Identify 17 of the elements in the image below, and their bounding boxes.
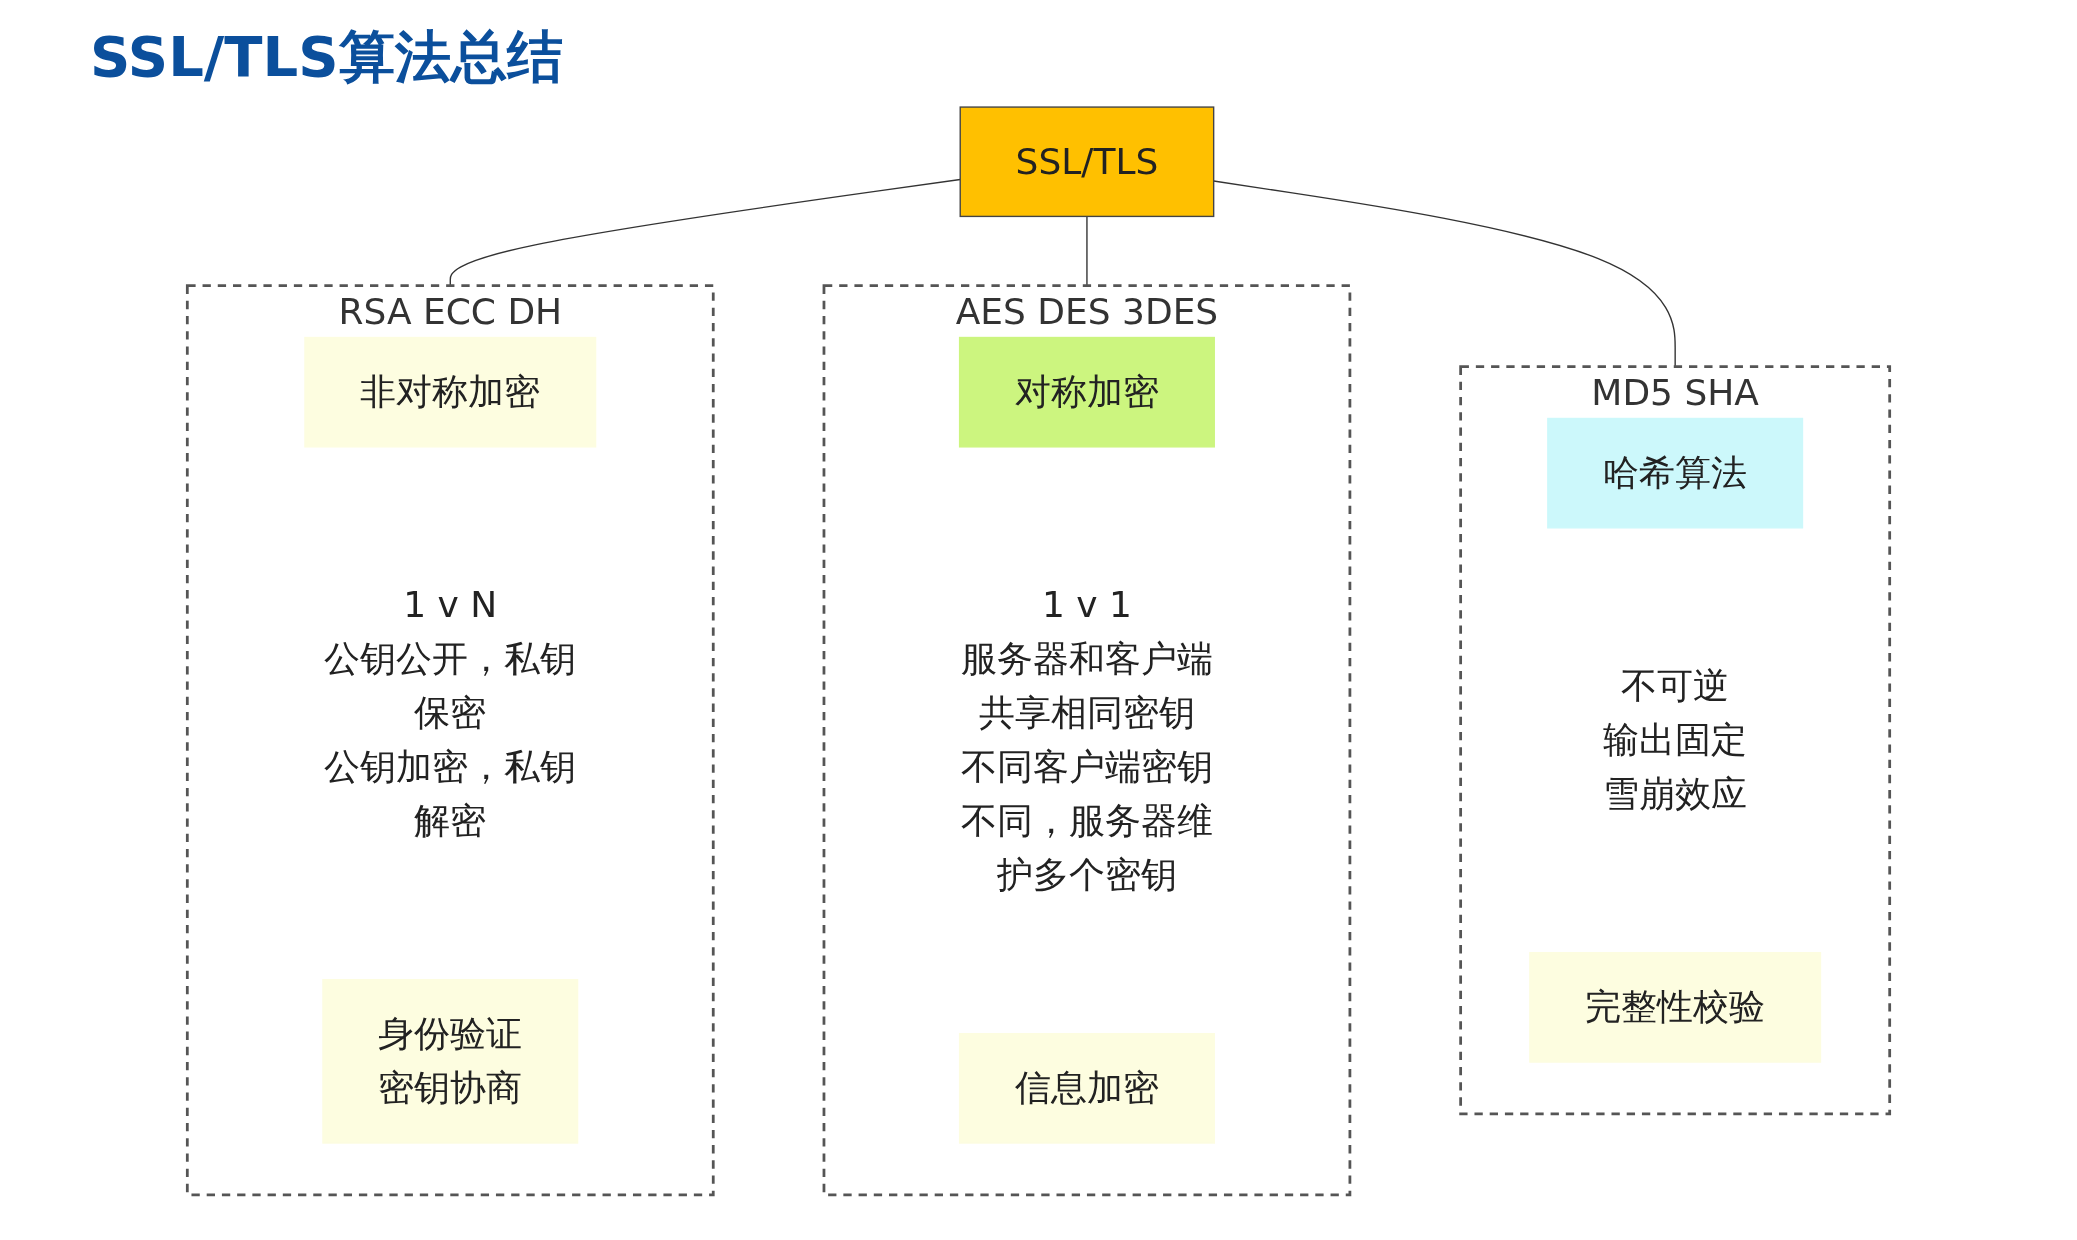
node-label: 服务器和客户端共享相同密钥 — [960, 637, 1213, 734]
node-label: 1 v N — [403, 583, 498, 626]
node-box: 完整性校验 — [1529, 952, 1822, 1063]
node-label: 输出固定 — [1603, 718, 1748, 761]
node-label: 公钥加密，私钥解密 — [324, 745, 577, 842]
node-label: 公钥公开，私钥保密 — [324, 637, 577, 734]
node-label: 雪崩效应 — [1603, 772, 1748, 815]
node-box: 非对称加密 — [304, 336, 597, 448]
node-box: 身份验证 密钥协商 — [322, 979, 579, 1144]
node-label: 1 v 1 — [1041, 583, 1132, 626]
node-box: 对称加密 — [958, 336, 1215, 448]
node-label: 不同客户端密钥不同，服务器维护多个密钥 — [960, 745, 1213, 896]
node-box: 信息加密 — [958, 1033, 1215, 1144]
node-box: 哈希算法 — [1547, 417, 1804, 529]
node-label: 不可逆 — [1621, 664, 1730, 707]
slide-title: SSL/TLS算法总结 — [90, 23, 564, 91]
node-box: SSL/TLS — [959, 106, 1215, 218]
